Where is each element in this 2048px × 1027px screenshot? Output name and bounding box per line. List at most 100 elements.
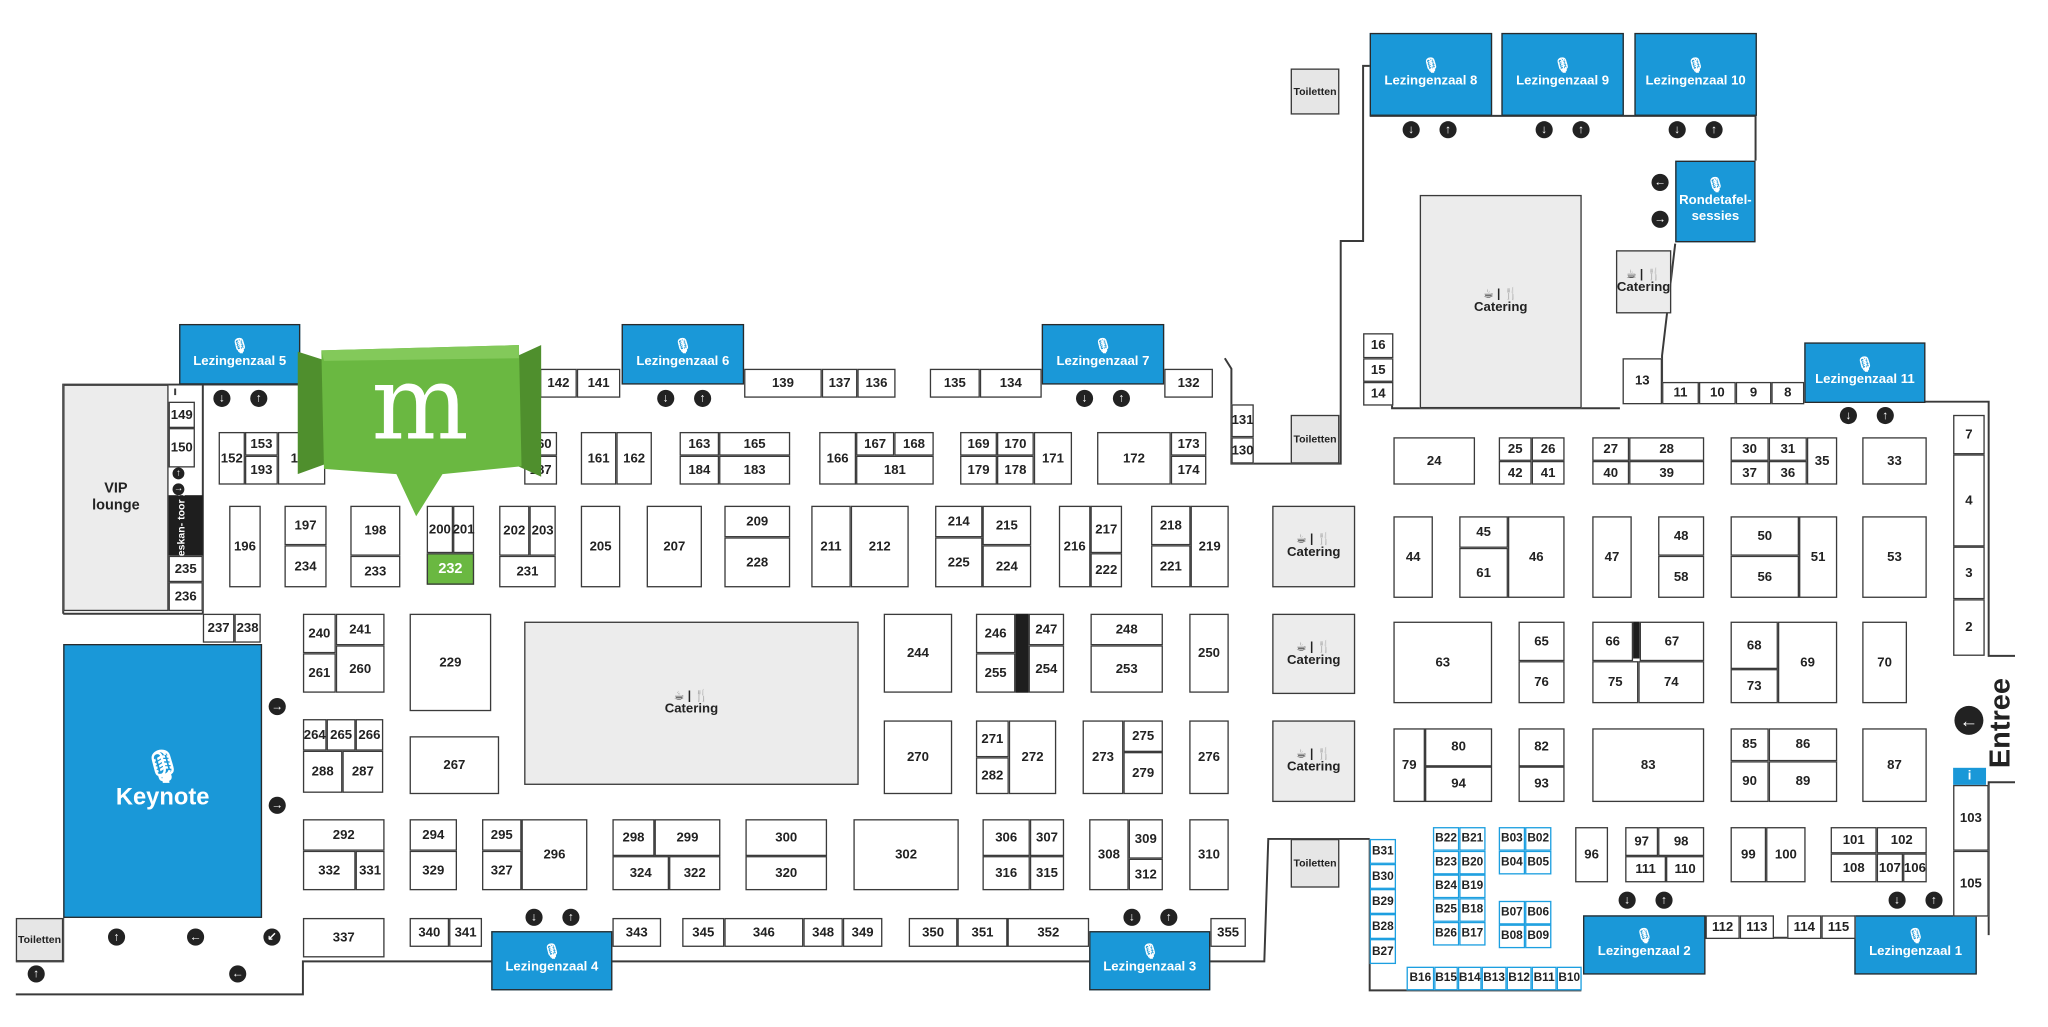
booth-233[interactable]: 233	[350, 555, 401, 588]
booth-B04[interactable]: B04	[1498, 850, 1526, 875]
catering-3[interactable]: ☕ | 🍴Catering	[1272, 720, 1356, 803]
booth-218[interactable]: 218	[1151, 505, 1191, 546]
lecture-hall-10[interactable]: 🎙Lezingenzaal 10	[1634, 32, 1757, 116]
booth-58[interactable]: 58	[1658, 555, 1705, 598]
booth-76[interactable]: 76	[1518, 661, 1565, 704]
booth-295[interactable]: 295	[482, 819, 522, 851]
booth-266[interactable]: 266	[355, 719, 384, 751]
booth-B19[interactable]: B19	[1459, 874, 1486, 899]
booth-172[interactable]: 172	[1097, 431, 1171, 485]
booth-42[interactable]: 42	[1498, 460, 1532, 485]
booth-260[interactable]: 260	[335, 645, 385, 693]
booth-79[interactable]: 79	[1393, 728, 1425, 803]
booth-8[interactable]: 8	[1771, 381, 1805, 405]
booth-63[interactable]: 63	[1393, 621, 1493, 704]
booth-11[interactable]: 11	[1662, 381, 1699, 405]
booth-139[interactable]: 139	[744, 368, 822, 398]
booth-247[interactable]: 247	[1028, 613, 1065, 646]
toilets-bottom-middle[interactable]: Toiletten	[1290, 838, 1340, 888]
catering-top[interactable]: ☕ | 🍴Catering	[1419, 194, 1582, 409]
booth-203[interactable]: 203	[529, 505, 556, 556]
booth-7[interactable]: 7	[1953, 414, 1985, 455]
booth-287[interactable]: 287	[342, 750, 384, 793]
booth-2[interactable]: 2	[1953, 599, 1985, 656]
booth-265[interactable]: 265	[326, 719, 356, 751]
booth-205[interactable]: 205	[580, 505, 621, 588]
booth-B27[interactable]: B27	[1369, 939, 1397, 965]
booth-B31[interactable]: B31	[1369, 838, 1397, 864]
booth-153[interactable]: 153	[244, 431, 278, 456]
booth-68[interactable]: 68	[1730, 621, 1778, 670]
booth-111[interactable]: 111	[1625, 856, 1667, 883]
booth-9[interactable]: 9	[1735, 381, 1772, 405]
booth-264[interactable]: 264	[302, 719, 327, 751]
booth-65[interactable]: 65	[1518, 621, 1565, 662]
booth-51[interactable]: 51	[1799, 516, 1838, 598]
info-point[interactable]: i	[1953, 767, 1987, 785]
booth-24[interactable]: 24	[1393, 437, 1476, 485]
lecture-hall-6[interactable]: 🎙Lezingenzaal 6	[621, 323, 745, 385]
booth-244[interactable]: 244	[883, 613, 953, 693]
booth-267[interactable]: 267	[409, 736, 500, 795]
lecture-hall-11[interactable]: 🎙Lezingenzaal 11	[1804, 342, 1926, 404]
booth-255[interactable]: 255	[975, 653, 1016, 693]
roundtable-sessions[interactable]: 🎙Rondetafel- sessies	[1675, 160, 1756, 243]
booth-142[interactable]: 142	[539, 368, 577, 398]
booth-27[interactable]: 27	[1592, 437, 1630, 461]
booth-B11[interactable]: B11	[1531, 966, 1557, 991]
booth-292[interactable]: 292	[302, 819, 385, 851]
booth-168[interactable]: 168	[894, 431, 934, 456]
booth-B21[interactable]: B21	[1459, 827, 1486, 851]
booth-134[interactable]: 134	[979, 368, 1042, 398]
booth-25[interactable]: 25	[1498, 437, 1532, 461]
booth-279[interactable]: 279	[1123, 752, 1163, 795]
catering-small[interactable]: ☕ | 🍴Catering	[1615, 250, 1672, 314]
booth-309[interactable]: 309	[1128, 819, 1163, 859]
booth-350[interactable]: 350	[908, 917, 958, 947]
booth-90[interactable]: 90	[1730, 761, 1769, 803]
booth-248[interactable]: 248	[1090, 613, 1163, 646]
booth-348[interactable]: 348	[803, 917, 843, 947]
booth-B24[interactable]: B24	[1432, 874, 1460, 899]
booth-174[interactable]: 174	[1170, 455, 1207, 485]
booth-45[interactable]: 45	[1459, 516, 1508, 548]
keynote-hall[interactable]: 🎙Keynote	[63, 644, 263, 918]
booth-327[interactable]: 327	[482, 850, 522, 891]
booth-235[interactable]: 235	[168, 555, 203, 583]
booth-179[interactable]: 179	[960, 455, 997, 485]
booth-15[interactable]: 15	[1363, 358, 1394, 382]
booth-50[interactable]: 50	[1730, 516, 1800, 556]
booth-B26[interactable]: B26	[1432, 921, 1460, 946]
booth-113[interactable]: 113	[1739, 915, 1774, 940]
booth-202[interactable]: 202	[499, 505, 530, 556]
booth-B13[interactable]: B13	[1481, 966, 1507, 991]
booth-331[interactable]: 331	[355, 850, 385, 891]
booth-82[interactable]: 82	[1518, 728, 1565, 767]
booth-150[interactable]: 150	[168, 428, 195, 468]
booth-B17[interactable]: B17	[1459, 921, 1486, 946]
booth-39[interactable]: 39	[1629, 460, 1705, 485]
booth-170[interactable]: 170	[996, 431, 1034, 456]
booth-197[interactable]: 197	[284, 505, 327, 546]
booth-3[interactable]: 3	[1953, 546, 1985, 600]
toilets-bottom-left[interactable]: Toiletten	[15, 917, 64, 962]
booth-115[interactable]: 115	[1821, 915, 1856, 940]
booth-33[interactable]: 33	[1862, 437, 1927, 485]
booth-41[interactable]: 41	[1531, 460, 1565, 485]
booth-B12[interactable]: B12	[1506, 966, 1532, 991]
booth-101[interactable]: 101	[1830, 827, 1877, 854]
booth-B29[interactable]: B29	[1369, 888, 1397, 914]
booth-10[interactable]: 10	[1698, 381, 1736, 405]
booth-183[interactable]: 183	[719, 455, 791, 485]
booth-B15[interactable]: B15	[1434, 966, 1458, 991]
booth-181[interactable]: 181	[856, 455, 934, 485]
booth-246[interactable]: 246	[975, 613, 1016, 654]
booth-46[interactable]: 46	[1507, 516, 1565, 598]
booth-48[interactable]: 48	[1658, 516, 1705, 556]
booth-66[interactable]: 66	[1592, 621, 1634, 662]
booth-237[interactable]: 237	[202, 613, 235, 643]
booth-105[interactable]: 105	[1953, 850, 1989, 917]
booth-B23[interactable]: B23	[1432, 850, 1460, 875]
booth-26[interactable]: 26	[1531, 437, 1565, 461]
booth-214[interactable]: 214	[935, 505, 983, 538]
